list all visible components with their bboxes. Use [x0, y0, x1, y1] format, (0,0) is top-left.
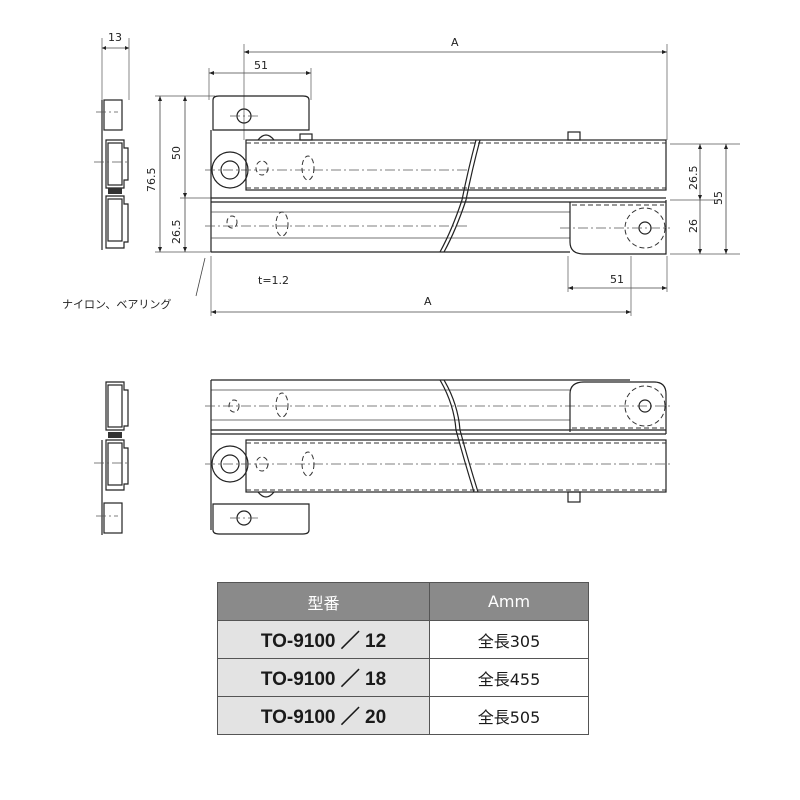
model-cell: TO-9100 ／ 18: [217, 658, 430, 697]
side-profile-bottom: [94, 381, 129, 535]
model-cell: TO-9100 ／ 12: [217, 620, 430, 659]
dim-total-height: 76.5: [145, 168, 158, 193]
dim-overall-length-top: A: [451, 36, 459, 49]
table-row: TO-9100 ／ 20 全長505: [217, 696, 589, 735]
dim-side-width: 13: [108, 31, 122, 44]
top-horizontal-dimensions: 51 A: [208, 36, 668, 140]
dim-bracket-width-right: 51: [610, 273, 624, 286]
side-profile-top: 13: [94, 31, 130, 250]
rail-body-bottom: [205, 379, 670, 535]
bottom-dimensions: 51 A t=1.2 ナイロン、ベアリング: [62, 256, 668, 316]
length-cell: 全長505: [429, 696, 589, 735]
thickness-note: t=1.2: [258, 274, 289, 287]
length-cell: 全長305: [429, 620, 589, 659]
table-row: TO-9100 ／ 12 全長305: [217, 620, 589, 659]
header-a-mm: Amm: [429, 582, 589, 621]
left-dimensions: 76.5 50 26.5: [145, 95, 215, 253]
dim-lower-height-left: 26.5: [170, 220, 183, 245]
bearing-label: ナイロン、ベアリング: [62, 297, 171, 311]
dim-overall-length-bottom: A: [424, 295, 432, 308]
right-dimensions: 26.5 26 55: [670, 143, 740, 255]
dim-right-lower-height: 26: [687, 219, 700, 233]
table-row: TO-9100 ／ 18 全長455: [217, 658, 589, 697]
spec-table: 型番 Amm TO-9100 ／ 12 全長305 TO-9100 ／ 18 全…: [217, 582, 589, 735]
dim-right-upper-height: 26.5: [687, 166, 700, 191]
rail-body-top: [205, 95, 670, 255]
header-model-number: 型番: [217, 582, 430, 621]
top-view: 13 76.5 50 26.5: [62, 31, 740, 316]
dim-bracket-width-left: 51: [254, 59, 268, 72]
dim-upper-height: 50: [170, 146, 183, 160]
technical-drawing: 13 76.5 50 26.5: [62, 31, 740, 535]
bottom-view: [94, 379, 670, 535]
model-cell: TO-9100 ／ 20: [217, 696, 430, 735]
dim-right-total-height: 55: [712, 191, 725, 205]
length-cell: 全長455: [429, 658, 589, 697]
table-header-row: 型番 Amm: [217, 582, 589, 621]
